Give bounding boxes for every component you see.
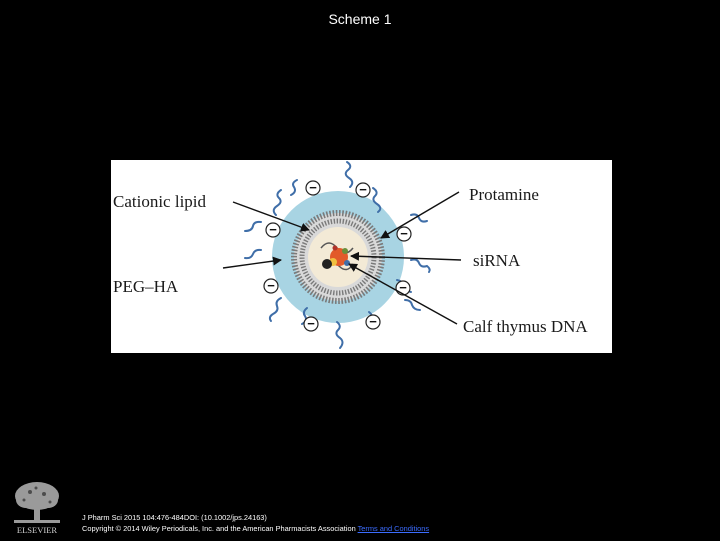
- nanoparticle-scheme: − − − − − − − −: [111, 160, 612, 353]
- elsevier-logo: ELSEVIER: [6, 478, 68, 536]
- label-calf-thymus-dna: Calf thymus DNA: [463, 317, 588, 336]
- label-cationic-lipid: Cationic lipid: [113, 192, 207, 211]
- svg-text:−: −: [309, 180, 317, 195]
- footer: J Pharm Sci 2015 104:476-484DOI: (10.100…: [82, 512, 429, 534]
- label-protamine: Protamine: [469, 185, 539, 204]
- footer-citation: J Pharm Sci 2015 104:476-484DOI: (10.100…: [82, 512, 429, 523]
- logo-wordmark: ELSEVIER: [17, 525, 57, 535]
- svg-text:−: −: [400, 226, 408, 241]
- footer-copyright: Copyright © 2014 Wiley Periodicals, Inc.…: [82, 524, 356, 533]
- label-peg-ha: PEG–HA: [113, 277, 179, 296]
- terms-link[interactable]: Terms and Conditions: [358, 524, 429, 533]
- svg-text:−: −: [269, 222, 277, 237]
- svg-text:−: −: [267, 278, 275, 293]
- label-sirna: siRNA: [473, 251, 521, 270]
- footer-copyright-line: Copyright © 2014 Wiley Periodicals, Inc.…: [82, 523, 429, 534]
- svg-text:−: −: [369, 314, 377, 329]
- svg-text:−: −: [307, 316, 315, 331]
- svg-text:−: −: [359, 182, 367, 197]
- slide-title: Scheme 1: [0, 11, 720, 27]
